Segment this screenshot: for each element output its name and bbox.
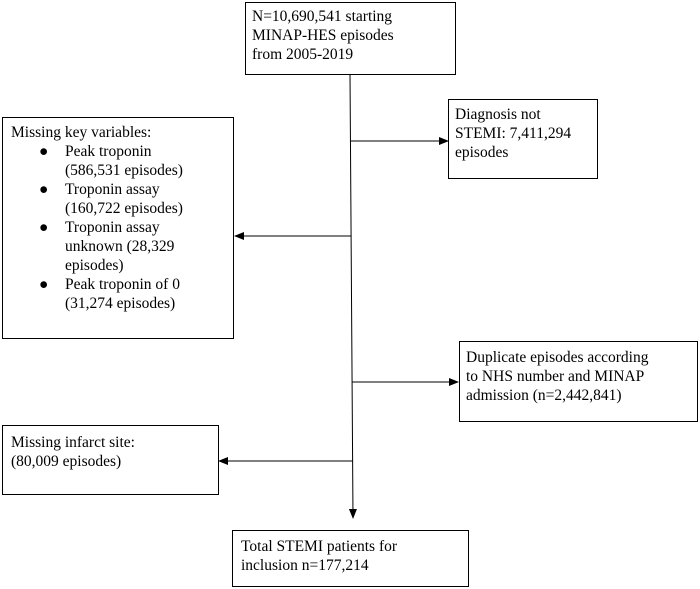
bullet-icon: ● <box>39 143 49 160</box>
infarct-box-line: (80,009 episodes) <box>11 453 122 470</box>
duplicate-box-line: Duplicate episodes according <box>466 349 649 366</box>
list-item: ● Troponin assay unknown (28,329 episode… <box>11 218 225 275</box>
bullet-icon: ● <box>39 276 49 293</box>
total-box-line: inclusion n=177,214 <box>241 557 369 574</box>
list-item: ● Troponin assay (160,722 episodes) <box>11 180 225 218</box>
missing-key-list: ● Peak troponin (586,531 episodes) ● Tro… <box>11 142 225 313</box>
missing-key-heading: Missing key variables: <box>11 124 152 141</box>
start-box: N=10,690,541 starting MINAP-HES episodes… <box>245 2 456 75</box>
list-item-line: Peak troponin of 0 <box>65 276 180 293</box>
diagnosis-box-line: Diagnosis not <box>455 106 541 123</box>
list-item-line: Peak troponin <box>65 143 152 160</box>
list-item-line: (160,722 episodes) <box>65 200 183 217</box>
bullet-icon: ● <box>39 181 49 198</box>
main-vertical-line <box>348 73 357 519</box>
duplicate-episodes-box: Duplicate episodes according to NHS numb… <box>459 341 698 422</box>
missing-infarct-site-box: Missing infarct site: (80,009 episodes) <box>2 425 219 495</box>
infarct-box-line: Missing infarct site: <box>11 434 135 451</box>
list-item-line: (31,274 episodes) <box>65 295 176 312</box>
list-item-line: episodes) <box>65 257 124 274</box>
start-box-line: N=10,690,541 starting <box>252 8 393 25</box>
list-item-line: (586,531 episodes) <box>65 162 183 179</box>
list-item-line: Troponin assay <box>65 181 160 198</box>
list-item: ● Peak troponin of 0 (31,274 episodes) <box>11 275 225 313</box>
start-box-line: MINAP-HES episodes <box>252 27 394 44</box>
diagnosis-box: Diagnosis not STEMI: 7,411,294 episodes <box>448 99 598 179</box>
duplicate-box-line: admission (n=2,442,841) <box>466 387 622 404</box>
total-box-line: Total STEMI patients for <box>241 538 398 555</box>
diagnosis-box-line: STEMI: 7,411,294 <box>455 125 572 142</box>
diagnosis-box-line: episodes <box>455 144 509 161</box>
bullet-icon: ● <box>39 219 49 236</box>
list-item-line: Troponin assay <box>65 219 160 236</box>
missing-key-variables-box: Missing key variables: ● Peak troponin (… <box>2 117 234 339</box>
list-item-line: unknown (28,329 <box>65 238 175 255</box>
list-item: ● Peak troponin (586,531 episodes) <box>11 142 225 180</box>
total-stemi-box: Total STEMI patients for inclusion n=177… <box>232 530 469 587</box>
start-box-line: from 2005-2019 <box>252 46 354 63</box>
duplicate-box-line: to NHS number and MINAP <box>466 368 645 385</box>
